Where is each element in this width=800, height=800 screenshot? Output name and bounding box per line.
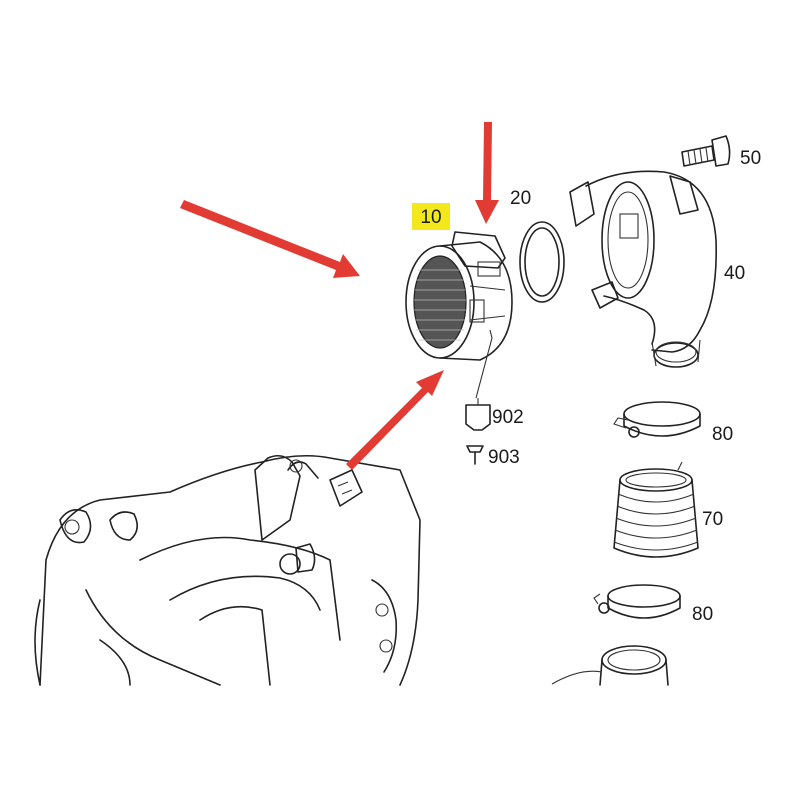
label-50: 50	[740, 148, 761, 169]
label-10: 10	[420, 207, 441, 228]
part-80-hose-clamp-upper	[613, 401, 701, 438]
part-20-o-ring	[519, 221, 565, 303]
label-40: 40	[724, 263, 745, 284]
arrow-left	[180, 200, 360, 278]
arrow-bottom	[346, 370, 444, 470]
leader-line-902	[475, 329, 493, 399]
label-903: 903	[488, 447, 520, 468]
highlight-badge-10	[412, 203, 450, 230]
part-903-screw	[466, 445, 484, 465]
arrow-top	[475, 122, 499, 224]
label-80-lower: 80	[692, 604, 713, 625]
label-80-upper: 80	[712, 424, 733, 445]
part-50-bolt	[681, 135, 731, 167]
intake-manifold	[34, 454, 421, 686]
label-20: 20	[510, 188, 531, 209]
part-80-hose-clamp-lower	[593, 584, 681, 619]
part-40-intake-elbow	[569, 170, 717, 368]
part-70-rubber-boot	[613, 461, 699, 558]
label-70: 70	[702, 509, 723, 530]
part-10-air-flow-sensor	[405, 231, 513, 361]
diagram-frame	[30, 45, 770, 685]
part-902-connector	[465, 398, 491, 431]
label-902: 902	[492, 407, 524, 428]
pipe-stub	[551, 645, 669, 686]
